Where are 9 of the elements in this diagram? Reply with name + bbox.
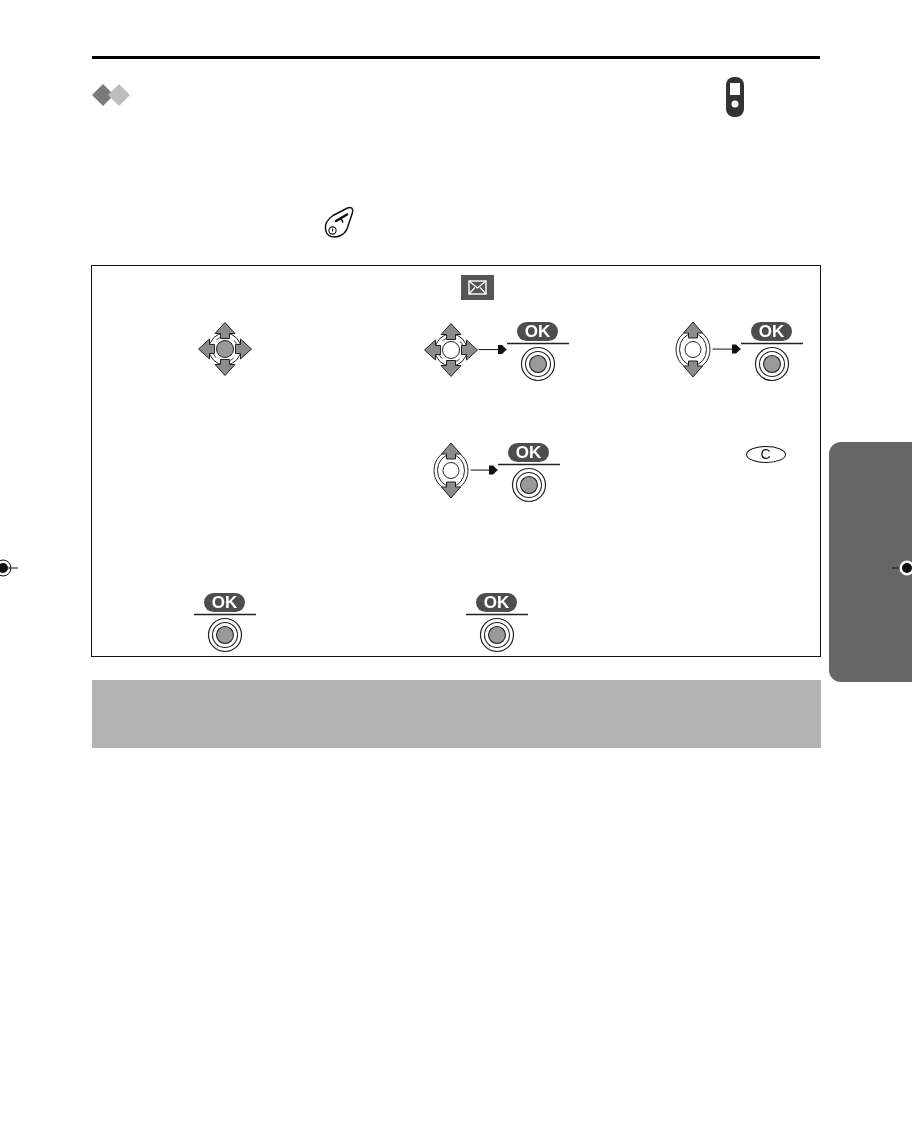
up-down-key-icon [672, 320, 713, 378]
key-label: OK [475, 592, 518, 612]
key-label: OK [516, 321, 559, 341]
key-label: OK [507, 442, 550, 462]
key-label: OK [750, 321, 793, 341]
navigation-key-icon [422, 321, 479, 378]
up-down-key-icon [430, 441, 471, 499]
key-label: OK [203, 592, 246, 612]
shaded-band [92, 680, 821, 748]
